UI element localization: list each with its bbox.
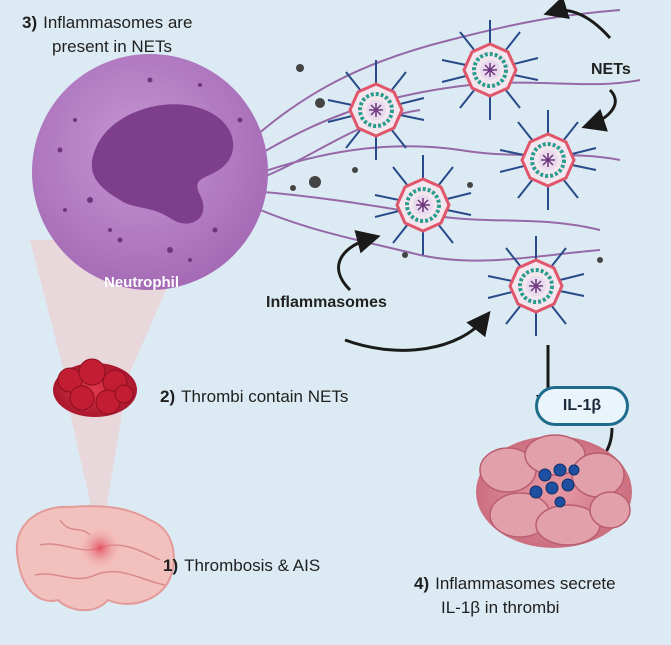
step4-label-line2: IL-1β in thrombi [441, 598, 560, 617]
inflammasomes-label: Inflammasomes [266, 294, 387, 311]
large-thrombus [476, 434, 632, 548]
inflammasome-4 [374, 155, 472, 255]
zoom-cone-brain-thrombus [62, 378, 128, 545]
brain [15, 505, 175, 612]
stroke-glow [78, 526, 122, 570]
step1-label: 1)Thrombosis & AIS [163, 556, 321, 575]
il1b-badge: IL-1β [535, 386, 629, 426]
step3-label-line2: present in NETs [52, 37, 172, 56]
nets-label: NETs [591, 61, 631, 78]
inflammasome-3 [499, 110, 597, 210]
inflammasome-arrow-right [344, 310, 491, 352]
step2-label: 2)Thrombi contain NETs [160, 387, 349, 406]
granules [290, 64, 603, 263]
step4-label: 4)Inflammasomes secrete [414, 574, 616, 593]
inflammasome-arrow-up [337, 230, 381, 292]
neutrophil-cell [32, 54, 268, 290]
il1b-molecules [529, 463, 580, 508]
nets-arrow-top [543, 0, 612, 39]
inflammasome-2 [441, 20, 539, 120]
step3-label: 3)Inflammasomes are [22, 13, 193, 32]
neutrophil-nucleus [91, 104, 234, 224]
nets-arrow-bottom [581, 88, 617, 132]
inflammasome-1 [327, 60, 425, 160]
inflammasome-5 [487, 236, 585, 336]
small-thrombus [53, 358, 137, 417]
neutrophil-label: Neutrophil [104, 274, 179, 291]
